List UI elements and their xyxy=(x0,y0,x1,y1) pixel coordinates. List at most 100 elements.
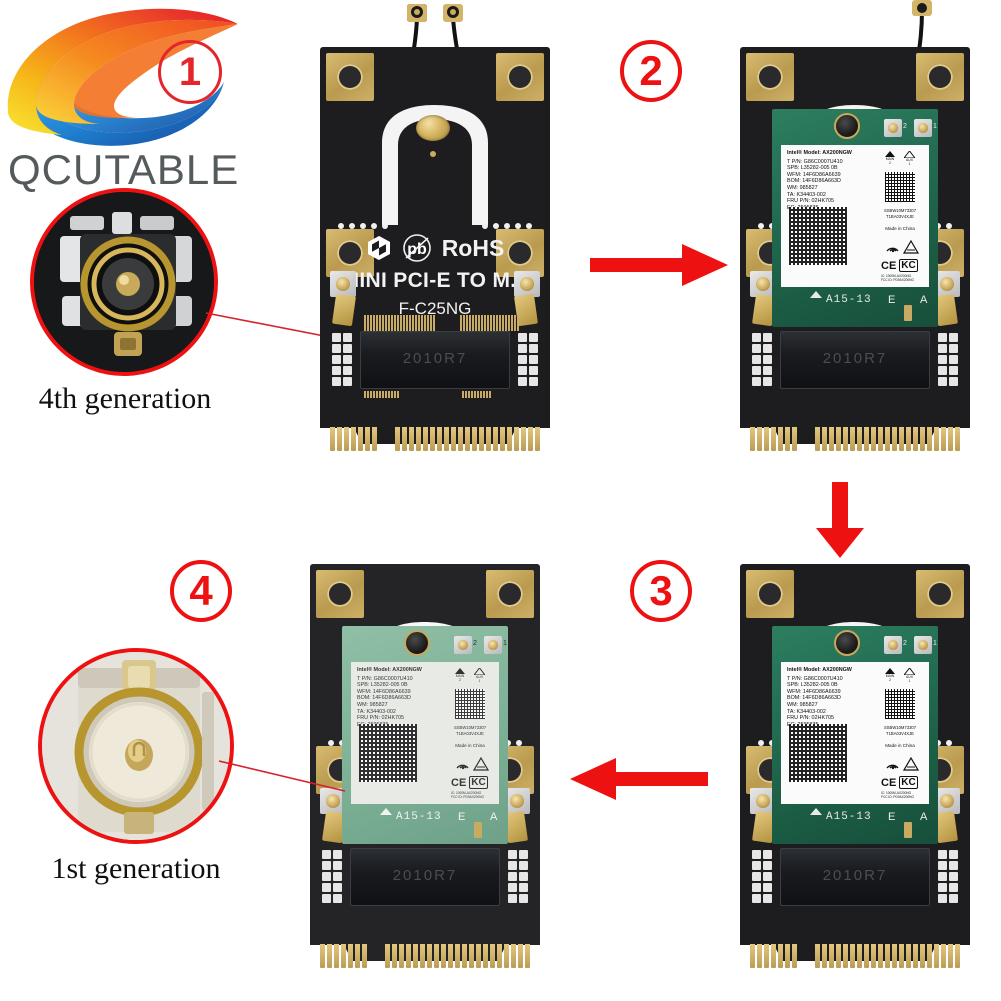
step-badge-3-number: 3 xyxy=(649,567,673,614)
label-line-4: BOM: 14F6D86A663D xyxy=(787,695,841,702)
antenna-aux-label: AUX xyxy=(906,675,913,679)
wifi-wave-icon xyxy=(886,764,899,770)
card-ufl-connector-1[interactable] xyxy=(484,636,502,654)
cert-ic-line2: FCC ID: PD9AX200NG xyxy=(451,795,484,799)
card-ufl-connector-2[interactable] xyxy=(454,636,472,654)
datamatrix-code xyxy=(885,689,915,719)
ufl-socket-right xyxy=(514,271,540,297)
mount-pad-top-right xyxy=(916,53,964,101)
step-badge-3: 3 xyxy=(630,560,692,622)
cert-ce: CE xyxy=(881,776,897,789)
m2-socket-code: 2010R7 xyxy=(402,350,468,367)
ufl-socket-left xyxy=(750,271,776,297)
mount-pad-top-left xyxy=(746,570,794,618)
m2-socket[interactable]: 2010R7 xyxy=(350,848,500,906)
cert-kc: KC xyxy=(469,776,488,789)
key-e-label: E xyxy=(458,811,466,823)
retention-screw[interactable] xyxy=(834,630,860,656)
ufl-socket-left xyxy=(320,788,346,814)
cert-kc: KC xyxy=(899,259,918,272)
antenna-main-marker: MAIN 2 xyxy=(885,151,895,166)
wifi-card-label: Intel® Model: AX200NGW T P/N: G86C0007U4… xyxy=(351,662,499,804)
edge-connector-step2 xyxy=(740,420,970,444)
adapter-board-step2: 2010R7 2 1 Intel® Model: AX200NGW T P/N:… xyxy=(740,47,970,424)
label-line-6: TA: K34403-002 xyxy=(787,191,826,198)
wifi-card-step4[interactable]: 2 1 Intel® Model: AX200NGW T P/N: G86C00… xyxy=(342,626,508,844)
test-pad-grid-left xyxy=(332,333,352,386)
origin-text: Made in China xyxy=(885,743,915,748)
ufl-plug-left xyxy=(332,293,356,327)
key-a-label: A xyxy=(490,811,498,823)
rcm-triangle-icon xyxy=(903,757,919,771)
card-connector-2-number: 2 xyxy=(903,123,907,130)
edge-connector-step4 xyxy=(310,937,540,961)
adapter-board-step3: 2010R7 2 1 Intel® Model: AX200NGW T P/N:… xyxy=(740,564,970,941)
mount-pad-top-left xyxy=(316,570,364,618)
m2-socket-code: 2010R7 xyxy=(392,867,458,884)
wifi-card-label: Intel® Model: AX200NGW T P/N: G86C0007U4… xyxy=(781,145,929,287)
antenna-aux-marker: AUX 1 xyxy=(904,668,915,683)
lead-free-crossed-icon: pb xyxy=(402,234,431,262)
pcb-code: A15-13 xyxy=(826,811,872,823)
card-connector-1-number: 1 xyxy=(933,123,937,130)
serial-2: T1BA03V4XJE xyxy=(886,731,914,736)
qr-code xyxy=(789,207,847,265)
pcb-code: A15-13 xyxy=(396,811,442,823)
key-e-label: E xyxy=(888,294,896,306)
ufl-socket-right xyxy=(934,271,960,297)
step-badge-1-number: 1 xyxy=(178,50,202,94)
ufl-plug-head-step2 xyxy=(912,0,932,16)
label-line-6: TA: K34403-002 xyxy=(357,708,396,715)
m2-pin-row-bottom2 xyxy=(462,391,491,398)
datamatrix-code xyxy=(455,689,485,719)
retention-screw[interactable] xyxy=(834,113,860,139)
m2-socket-code: 2010R7 xyxy=(822,867,888,884)
label-line-2: SPB: L35282-005 0B xyxy=(787,682,838,689)
mount-pad-top-left xyxy=(326,53,374,101)
ufl-socket-left xyxy=(330,271,356,297)
via-row-left xyxy=(338,223,388,229)
serial-1: SSBW10M73307 xyxy=(453,725,487,730)
m2-pin-row-right xyxy=(460,315,519,331)
antenna-aux-number: 1 xyxy=(908,679,911,683)
m2-pin-row-bottom xyxy=(364,391,399,398)
m2-socket[interactable]: 2010R7 xyxy=(780,331,930,389)
antenna-aux-label: AUX xyxy=(476,675,483,679)
edge-connector-step1 xyxy=(320,420,550,444)
card-ufl-connector-2[interactable] xyxy=(884,119,902,137)
key-e-label: E xyxy=(888,811,896,823)
key-a-label: A xyxy=(920,811,928,823)
gold-fingers-left-step3 xyxy=(750,944,797,968)
pb-text: pb xyxy=(407,241,427,258)
card-connector-1-number: 1 xyxy=(933,640,937,647)
ufl-socket-left xyxy=(750,788,776,814)
gold-fingers-left-step4 xyxy=(320,944,367,968)
m2-socket[interactable]: 2010R7 xyxy=(780,848,930,906)
antenna-main-label: MAIN xyxy=(885,157,895,161)
m2-socket[interactable]: 2010R7 xyxy=(360,331,510,389)
card-ufl-connector-2[interactable] xyxy=(884,636,902,654)
board-title: MINI PCI-E TO M.2 xyxy=(341,269,529,292)
serial-1: SSBW10M73307 xyxy=(883,725,917,730)
retention-screw[interactable] xyxy=(404,630,430,656)
key-notch xyxy=(904,305,912,321)
ufl-plug-head-right xyxy=(443,4,463,22)
rohs-text: RoHS xyxy=(441,234,505,261)
antenna-aux-number: 1 xyxy=(908,162,911,166)
mount-pad-top-right xyxy=(496,53,544,101)
antenna-aux-marker: AUX 1 xyxy=(474,668,485,683)
card-ufl-connector-1[interactable] xyxy=(914,119,932,137)
gold-fingers-left-step2 xyxy=(750,427,797,451)
label-line-0: Intel® Model: AX200NGW xyxy=(787,667,852,673)
card-ufl-connector-1[interactable] xyxy=(914,636,932,654)
test-pad-grid-left xyxy=(752,333,772,386)
origin-text: Made in China xyxy=(885,226,915,231)
gold-fingers-right-step3 xyxy=(815,944,960,968)
mount-pad-mid-right xyxy=(496,229,544,277)
wifi-card-step2[interactable]: 2 1 Intel® Model: AX200NGW T P/N: G86C00… xyxy=(772,109,938,327)
gold-fingers-right-step1 xyxy=(395,427,540,451)
via-row-right xyxy=(482,223,532,229)
ufl-socket-right xyxy=(504,788,530,814)
qr-code xyxy=(359,724,417,782)
wifi-card-step3[interactable]: 2 1 Intel® Model: AX200NGW T P/N: G86C00… xyxy=(772,626,938,844)
